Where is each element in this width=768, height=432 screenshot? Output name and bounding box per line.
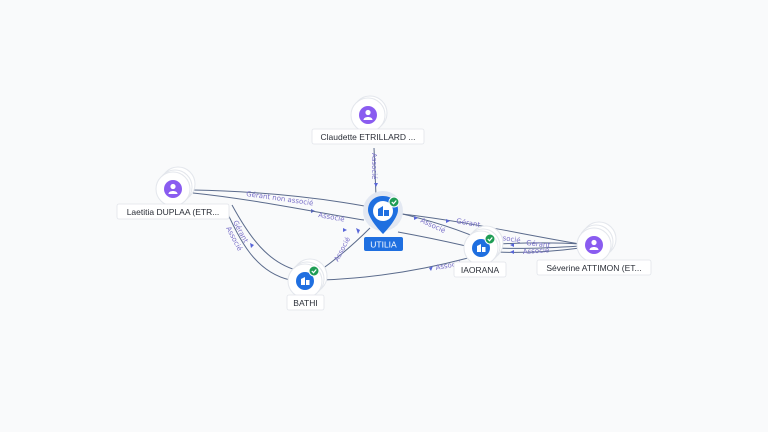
arrow-icon <box>343 228 347 232</box>
node-label-box <box>536 259 652 276</box>
edge-laetitia-iaorana[interactable] <box>192 189 479 239</box>
edge-claudette-utilia[interactable] <box>373 147 377 197</box>
node-label-box <box>364 237 403 251</box>
node-label-box <box>453 261 507 278</box>
arrow-icon <box>250 243 254 248</box>
node-claudette[interactable]: Claudette ETRILLARD ... <box>311 95 425 145</box>
arrow-icon <box>374 183 378 187</box>
building-icon <box>477 244 486 252</box>
edge-severine-iaorana-1[interactable] <box>497 242 581 245</box>
building-icon <box>301 277 310 285</box>
node-label: Laetitia DUPLAA (ETR... <box>127 207 220 217</box>
edge-laetitia-bathi-associe[interactable] <box>231 204 297 271</box>
check-badge-icon <box>308 265 320 277</box>
node-laetitia[interactable]: Laetitia DUPLAA (ETR... <box>116 166 230 220</box>
edge-bathi-iaorana[interactable] <box>321 257 469 281</box>
arrow-icon <box>356 228 360 234</box>
edge-label: Associé <box>523 246 550 256</box>
node-iaorana[interactable]: IAORANA <box>453 225 507 278</box>
node-severine[interactable]: Séverine ATTIMON (ET... <box>536 221 652 276</box>
node-label-box <box>116 203 230 220</box>
node-label-box <box>311 128 425 145</box>
node-label: Séverine ATTIMON (ET... <box>546 263 641 273</box>
edge-severine-iaorana-2[interactable] <box>497 245 581 249</box>
edge-severine-iaorana-3[interactable] <box>497 247 581 253</box>
node-label: Claudette ETRILLARD ... <box>321 132 416 142</box>
edge-label: Associé <box>370 153 378 179</box>
node-label: BATHI <box>293 298 317 308</box>
edge-iaorana-utilia[interactable] <box>397 231 467 247</box>
person-icon <box>589 239 599 250</box>
node-label: UTILIA <box>370 240 397 250</box>
node-label-box <box>286 294 325 311</box>
arrow-icon <box>414 216 418 220</box>
edge-laetitia-bathi-gerant[interactable] <box>225 209 291 281</box>
person-icon <box>168 183 178 194</box>
edge-label: Associé <box>333 236 352 263</box>
node-label: IAORANA <box>461 265 500 275</box>
arrow-icon <box>446 219 450 223</box>
edge-laetitia-utilia[interactable] <box>192 192 365 221</box>
node-bathi[interactable]: BATHI <box>286 258 328 311</box>
person-icon <box>363 109 373 120</box>
arrow-icon <box>510 250 514 254</box>
edge-label: Associé <box>494 233 521 245</box>
check-badge-icon <box>484 233 496 245</box>
edge-label: Associé <box>318 211 345 223</box>
edge-label: Gérant <box>526 239 551 249</box>
arrow-icon <box>429 266 433 271</box>
check-badge-icon <box>388 196 400 208</box>
building-icon <box>378 206 389 216</box>
node-utilia[interactable]: UTILIA <box>363 191 403 251</box>
edge-label: Gérant <box>456 217 481 229</box>
edge-label: Gérant non associé <box>246 190 314 207</box>
arrow-icon <box>510 243 514 247</box>
